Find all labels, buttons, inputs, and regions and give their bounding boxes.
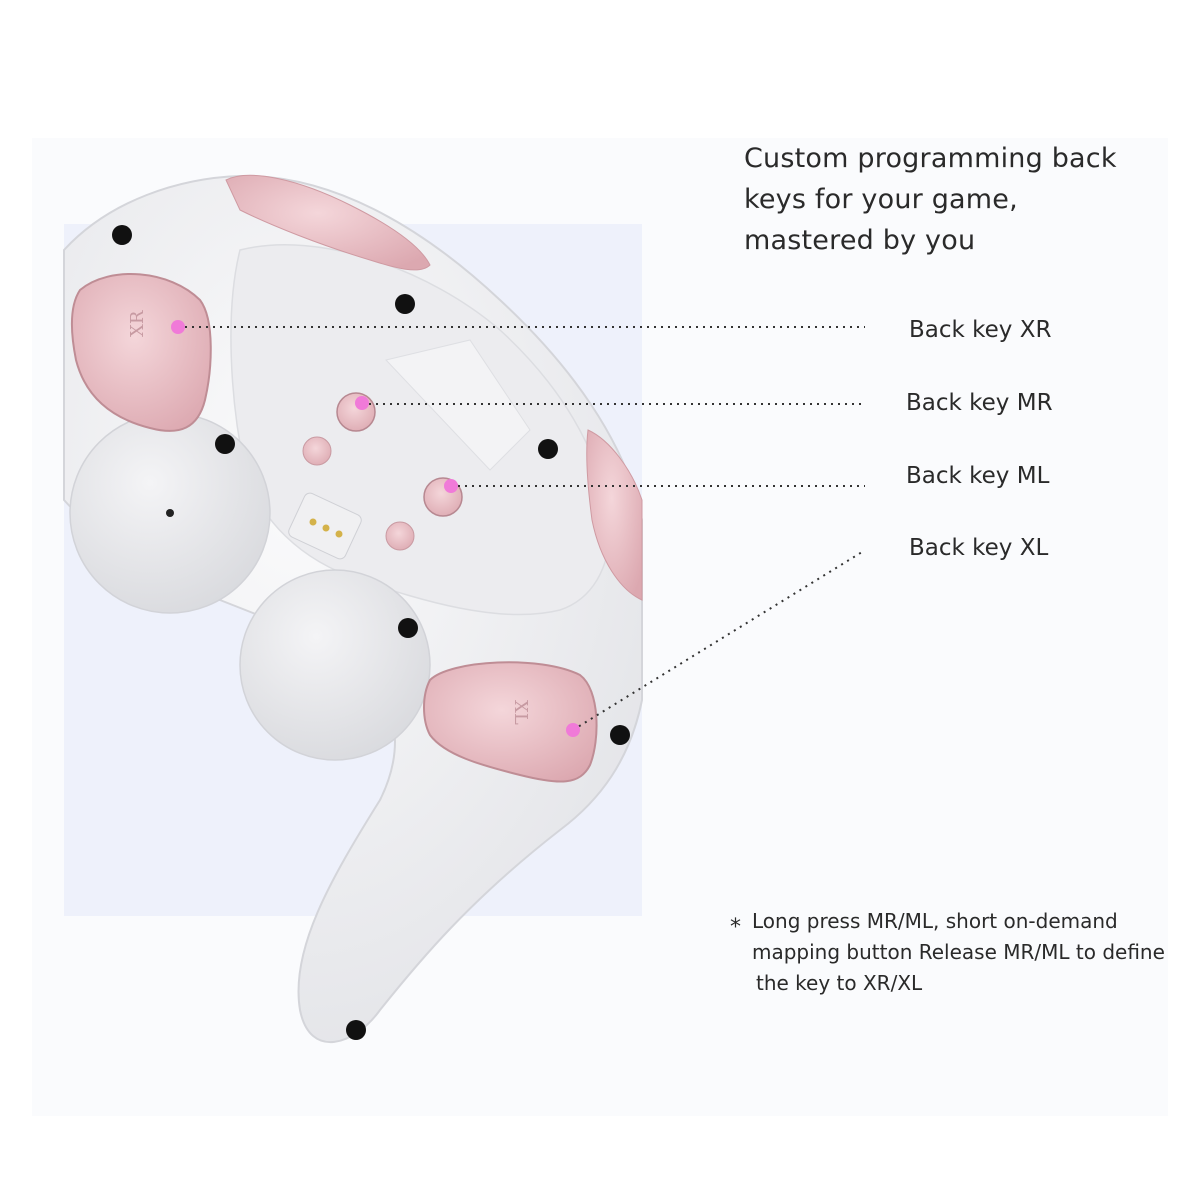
note-line: the key to XR/XL <box>756 971 923 995</box>
note-line: Long press MR/ML, short on-demand <box>752 909 1118 933</box>
mapping-button-top <box>302 436 332 466</box>
screw-hole <box>215 434 235 454</box>
headline-line: mastered by you <box>744 225 976 256</box>
charging-pin-icon <box>309 518 317 526</box>
screw-hole <box>610 725 630 745</box>
charging-pin-icon <box>335 530 343 538</box>
mapping-note: * Long press MR/ML, short on-demand mapp… <box>730 906 1170 999</box>
marker-dot-xl <box>566 723 580 737</box>
marker-dot-mr <box>355 396 369 410</box>
screw-hole <box>398 618 418 638</box>
back-key-xr-paddle <box>70 273 212 432</box>
xr-paddle-mark: XR <box>127 310 148 337</box>
callout-label-xl: Back key XL <box>909 535 1049 561</box>
headline: Custom programming back keys for your ga… <box>744 138 1164 261</box>
screw-hole <box>112 225 132 245</box>
headline-line: keys for your game, <box>744 184 1018 215</box>
marker-dot-ml <box>444 479 458 493</box>
stick-center-dot <box>166 509 174 517</box>
back-key-xl-paddle <box>423 661 598 783</box>
module-plate <box>385 339 531 471</box>
screw-hole <box>395 294 415 314</box>
back-key-mr-button <box>336 392 376 432</box>
left-shoulder-button <box>586 429 643 601</box>
screw-hole <box>538 439 558 459</box>
note-line: mapping button Release MR/ML to define <box>752 940 1165 964</box>
left-analog-stick <box>239 569 431 761</box>
callout-label-ml: Back key ML <box>906 463 1050 489</box>
mapping-button-bottom <box>385 521 415 551</box>
marker-dot-xr <box>171 320 185 334</box>
xl-paddle-mark: XL <box>510 700 531 725</box>
note-asterisk: * <box>730 915 741 940</box>
callout-line-xl <box>572 551 863 731</box>
charging-pin-icon <box>322 524 330 532</box>
callout-label-xr: Back key XR <box>909 317 1052 343</box>
headline-line: Custom programming back <box>744 143 1117 174</box>
right-shoulder-button <box>225 174 431 271</box>
screw-hole <box>346 1020 366 1040</box>
callout-label-mr: Back key MR <box>906 390 1053 416</box>
